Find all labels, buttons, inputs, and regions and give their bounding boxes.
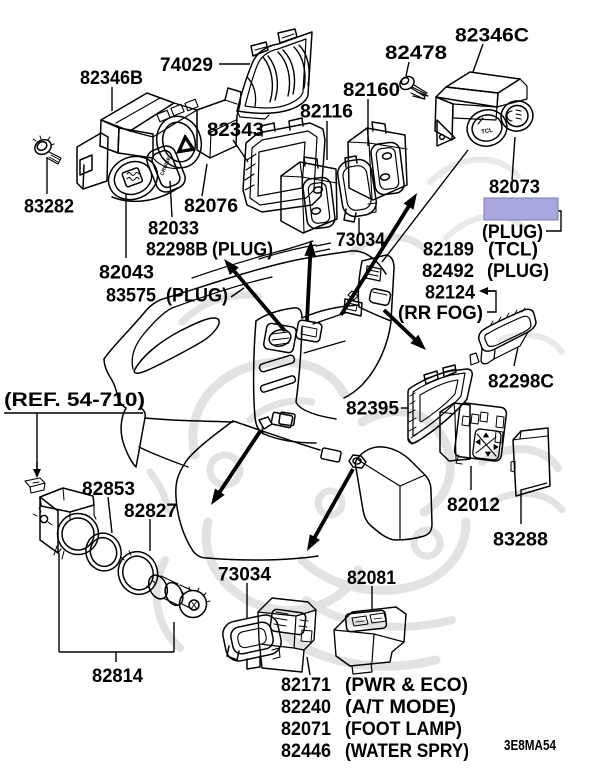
- svg-text:83288: 83288: [493, 530, 548, 551]
- svg-text:(A/T MODE): (A/T MODE): [345, 697, 456, 718]
- svg-text:(PLUG): (PLUG): [166, 286, 228, 307]
- svg-text:82076: 82076: [184, 196, 238, 217]
- svg-text:82116: 82116: [300, 102, 353, 123]
- svg-text:82346C: 82346C: [455, 26, 529, 47]
- svg-text:TCL: TCL: [481, 128, 494, 136]
- svg-text:82171: 82171: [281, 675, 331, 696]
- svg-text:83282: 83282: [24, 197, 74, 218]
- svg-text:82346B: 82346B: [80, 68, 143, 89]
- svg-text:(RR FOG): (RR FOG): [398, 303, 483, 324]
- svg-text:(PLUG): (PLUG): [212, 240, 273, 261]
- svg-text:82012: 82012: [447, 495, 500, 516]
- svg-text:(FOOT LAMP): (FOOT LAMP): [345, 719, 462, 740]
- svg-text:82033: 82033: [148, 219, 199, 240]
- svg-text:82446: 82446: [281, 741, 331, 762]
- svg-text:83575: 83575: [106, 286, 156, 307]
- svg-text:(TCL): (TCL): [488, 240, 538, 261]
- svg-text:82478: 82478: [385, 43, 447, 64]
- svg-text:82492: 82492: [422, 261, 474, 282]
- svg-text:82395: 82395: [346, 399, 399, 420]
- svg-text:(REF. 54-710): (REF. 54-710): [4, 390, 145, 411]
- svg-text:82298B: 82298B: [146, 240, 208, 261]
- svg-text:82827: 82827: [124, 501, 177, 522]
- svg-text:82043: 82043: [99, 263, 154, 284]
- svg-text:74029: 74029: [160, 55, 213, 76]
- svg-text:73034: 73034: [218, 565, 271, 586]
- svg-text:(PLUG): (PLUG): [482, 222, 543, 243]
- svg-text:82853: 82853: [82, 479, 135, 500]
- svg-text:82160: 82160: [343, 80, 400, 101]
- svg-text:82071: 82071: [281, 719, 331, 740]
- svg-text:82814: 82814: [92, 666, 143, 687]
- svg-text:(PLUG): (PLUG): [487, 261, 549, 282]
- svg-text:82189: 82189: [423, 240, 474, 261]
- svg-text:73034: 73034: [336, 230, 385, 251]
- svg-text:82081: 82081: [347, 568, 396, 589]
- svg-text:(WATER SPRY): (WATER SPRY): [345, 741, 469, 762]
- svg-text:3E8MA54: 3E8MA54: [504, 737, 557, 754]
- svg-text:82298C: 82298C: [488, 372, 554, 393]
- svg-text:82343: 82343: [207, 120, 264, 141]
- svg-text:82124: 82124: [425, 283, 475, 304]
- svg-text:82240: 82240: [281, 697, 331, 718]
- svg-text:(PWR & ECO): (PWR & ECO): [345, 675, 468, 696]
- svg-text:82073: 82073: [489, 177, 540, 198]
